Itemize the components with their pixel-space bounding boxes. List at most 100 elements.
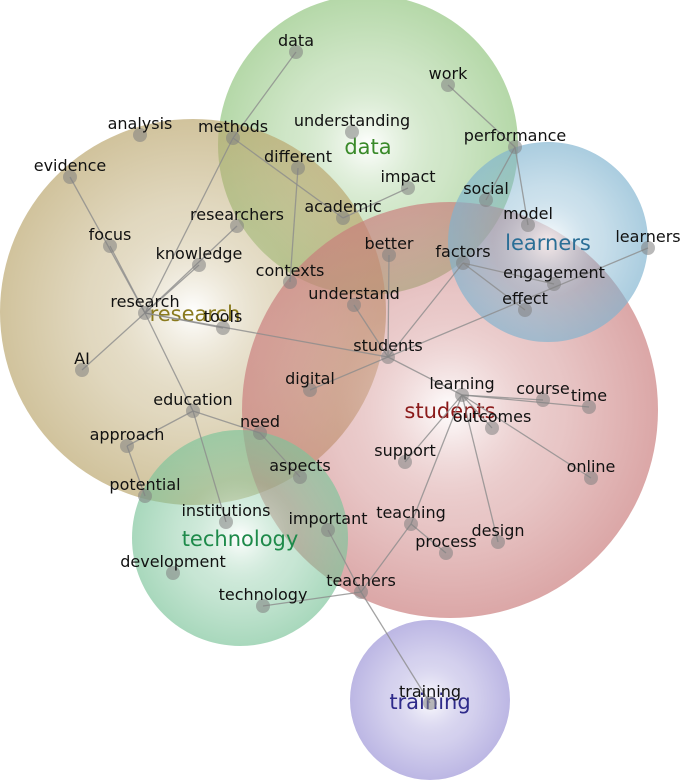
- term-node-important: [321, 523, 335, 537]
- link-factors-effect: [462, 262, 526, 311]
- term-node-students: [381, 350, 395, 364]
- term-node-work: [441, 78, 455, 92]
- term-label-social: social: [463, 179, 509, 198]
- term-label-effect: effect: [502, 289, 548, 308]
- term-node-understanding: [345, 125, 359, 139]
- link-researchers-research: [144, 225, 238, 314]
- term-node-better: [382, 248, 396, 262]
- link-teaching-teachers: [360, 523, 412, 593]
- term-node-impact: [401, 181, 415, 195]
- term-label-model: model: [503, 204, 553, 223]
- term-label-analysis: analysis: [108, 114, 173, 133]
- link-need-aspects: [259, 432, 301, 478]
- term-node-education: [186, 404, 200, 418]
- term-label-learning: learning: [429, 374, 494, 393]
- link-teaching-process: [410, 523, 447, 554]
- link-learning-time: [461, 394, 590, 408]
- term-node-evidence: [63, 170, 77, 184]
- term-node-development: [166, 566, 180, 580]
- term-label-impact: impact: [380, 167, 435, 186]
- term-label-training: training: [399, 682, 461, 701]
- link-education-need: [192, 410, 261, 434]
- cluster-label-learners: learners: [505, 231, 591, 255]
- term-node-knowledge: [192, 258, 206, 272]
- term-label-institutions: institutions: [181, 501, 270, 520]
- cluster-labels: dataresearchstudentslearnerstechnologytr…: [150, 135, 591, 714]
- term-node-support: [398, 455, 412, 469]
- link-learning-support: [404, 394, 463, 463]
- link-knowledge-research: [144, 264, 200, 314]
- link-different-contexts: [289, 167, 299, 283]
- link-education-approach: [126, 410, 194, 447]
- term-node-process: [439, 546, 453, 560]
- term-label-online: online: [567, 457, 616, 476]
- link-factors-engagement: [462, 262, 555, 285]
- term-links: [69, 51, 649, 704]
- cluster-label-students: students: [404, 399, 495, 423]
- term-label-performance: performance: [464, 126, 566, 145]
- term-node-outcomes: [485, 421, 499, 435]
- term-label-better: better: [365, 234, 414, 253]
- term-label-evidence: evidence: [34, 156, 107, 175]
- link-education-institutions: [192, 410, 227, 523]
- link-learning-design: [461, 394, 499, 543]
- term-node-learners: [641, 241, 655, 255]
- term-label-development: development: [120, 552, 226, 571]
- term-node-learning: [455, 388, 469, 402]
- link-teachers-training: [360, 591, 431, 704]
- term-label-ai: AI: [74, 349, 90, 368]
- link-students-learners: [387, 247, 649, 358]
- term-label-technology: technology: [219, 585, 308, 604]
- term-node-training: [423, 696, 437, 710]
- term-node-academic: [336, 211, 350, 225]
- term-label-teachers: teachers: [326, 571, 396, 590]
- term-label-need: need: [240, 412, 280, 431]
- link-learning-outcomes: [461, 394, 493, 429]
- term-label-time: time: [571, 386, 607, 405]
- term-node-online: [584, 471, 598, 485]
- link-research-ai: [81, 312, 146, 371]
- term-label-methods: methods: [198, 117, 268, 136]
- term-node-digital: [303, 383, 317, 397]
- link-factors-students: [387, 262, 464, 358]
- term-node-social: [479, 193, 493, 207]
- term-node-effect: [518, 303, 532, 317]
- term-node-aspects: [293, 470, 307, 484]
- term-node-model: [521, 218, 535, 232]
- term-label-contexts: contexts: [256, 261, 325, 280]
- link-focus-research: [109, 245, 146, 314]
- link-work-performance: [447, 84, 516, 148]
- term-label-aspects: aspects: [269, 456, 331, 475]
- term-label-data: data: [278, 31, 314, 50]
- link-important-teachers: [327, 529, 362, 593]
- term-node-course: [536, 393, 550, 407]
- term-node-design: [491, 535, 505, 549]
- term-node-research: [138, 306, 152, 320]
- term-node-methods: [226, 131, 240, 145]
- cluster-bubbles: [0, 0, 658, 780]
- link-performance-model: [514, 146, 529, 226]
- link-performance-social: [485, 146, 516, 201]
- term-label-academic: academic: [304, 197, 381, 216]
- term-label-support: support: [374, 441, 435, 460]
- term-node-data: [289, 45, 303, 59]
- term-node-potential: [138, 489, 152, 503]
- term-node-need: [253, 426, 267, 440]
- term-label-process: process: [415, 532, 476, 551]
- term-node-institutions: [219, 515, 233, 529]
- term-label-understand: understand: [308, 284, 400, 303]
- link-better-students: [387, 254, 390, 358]
- link-approach-potential: [126, 445, 146, 497]
- term-label-course: course: [516, 379, 569, 398]
- cluster-bubble-technology: [132, 430, 348, 646]
- link-data-methods: [232, 51, 297, 139]
- link-methods-research: [144, 137, 234, 314]
- term-node-analysis: [133, 128, 147, 142]
- term-node-approach: [120, 439, 134, 453]
- term-node-focus: [103, 239, 117, 253]
- term-label-outcomes: outcomes: [453, 407, 532, 426]
- cluster-label-technology: technology: [182, 527, 299, 551]
- term-node-contexts: [283, 275, 297, 289]
